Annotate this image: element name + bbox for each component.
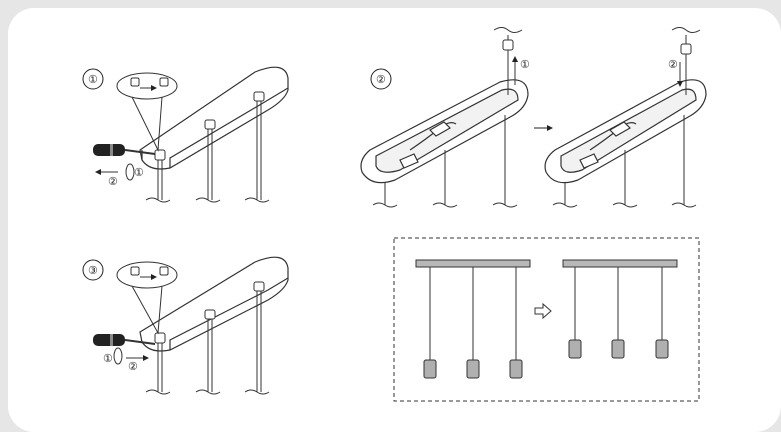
canopy-3: [139, 256, 289, 352]
cords-1: [157, 97, 262, 200]
arrow-icon: [534, 302, 552, 320]
screwdriver-icon: [93, 144, 156, 156]
canopy-bar: [415, 259, 531, 268]
wavy-cut-2-right: [552, 202, 697, 208]
panel-3-label: ③: [88, 264, 98, 277]
ceiling-wire-left: [493, 27, 523, 95]
cords-2-right: [564, 115, 685, 205]
panel-1-circle: [82, 68, 104, 90]
p3-arrow-2-label: ②: [128, 360, 138, 373]
p3-arrow-1-label: ①: [103, 352, 113, 365]
canopy-bar: [562, 259, 678, 268]
pendant-socket: [655, 339, 669, 359]
lamp-set-after: [562, 259, 678, 359]
step-panel-3: ③ ① ②: [82, 256, 289, 395]
canopy-1: [139, 66, 289, 170]
lamp-set-before: [415, 259, 531, 379]
cord-grips-3: [154, 281, 265, 344]
rotate-arrow-icon: [113, 347, 149, 365]
cord-grips-1: [154, 91, 265, 161]
step-panel-1: ①: [82, 66, 289, 203]
p2-arrow-left-label: ①: [520, 58, 530, 71]
wavy-cut-1: [145, 197, 270, 203]
wavy-cut-3: [145, 389, 270, 395]
zoom-callout-icon: [116, 261, 178, 335]
cords-2-left: [384, 115, 506, 205]
pendant-socket: [466, 359, 480, 379]
pendant-socket: [611, 339, 625, 359]
cords-3: [157, 287, 262, 392]
panel-1-label: ①: [88, 73, 98, 86]
pendant-socket: [423, 359, 437, 379]
p2-arrow-right-label: ②: [668, 58, 678, 71]
screwdriver-icon: [93, 334, 156, 346]
wavy-cut-2-left: [372, 202, 518, 208]
rotate-arrow-icon: [95, 163, 135, 181]
panel-3-circle: [82, 259, 104, 281]
step-panel-4: [393, 237, 700, 402]
panel-2-label: ②: [376, 73, 386, 86]
open-canopy-right: [544, 79, 707, 184]
pendant-socket: [509, 359, 523, 379]
panel-2-circle: [370, 68, 392, 90]
dashed-frame: [393, 237, 700, 402]
p1-arrow-2-label: ②: [108, 175, 118, 188]
step-panel-2: ② ①: [360, 27, 707, 208]
ceiling-wire-right: [671, 27, 701, 95]
p1-arrow-1-label: ①: [134, 166, 144, 179]
zoom-callout-icon: [116, 72, 178, 152]
pendant-socket: [568, 339, 582, 359]
